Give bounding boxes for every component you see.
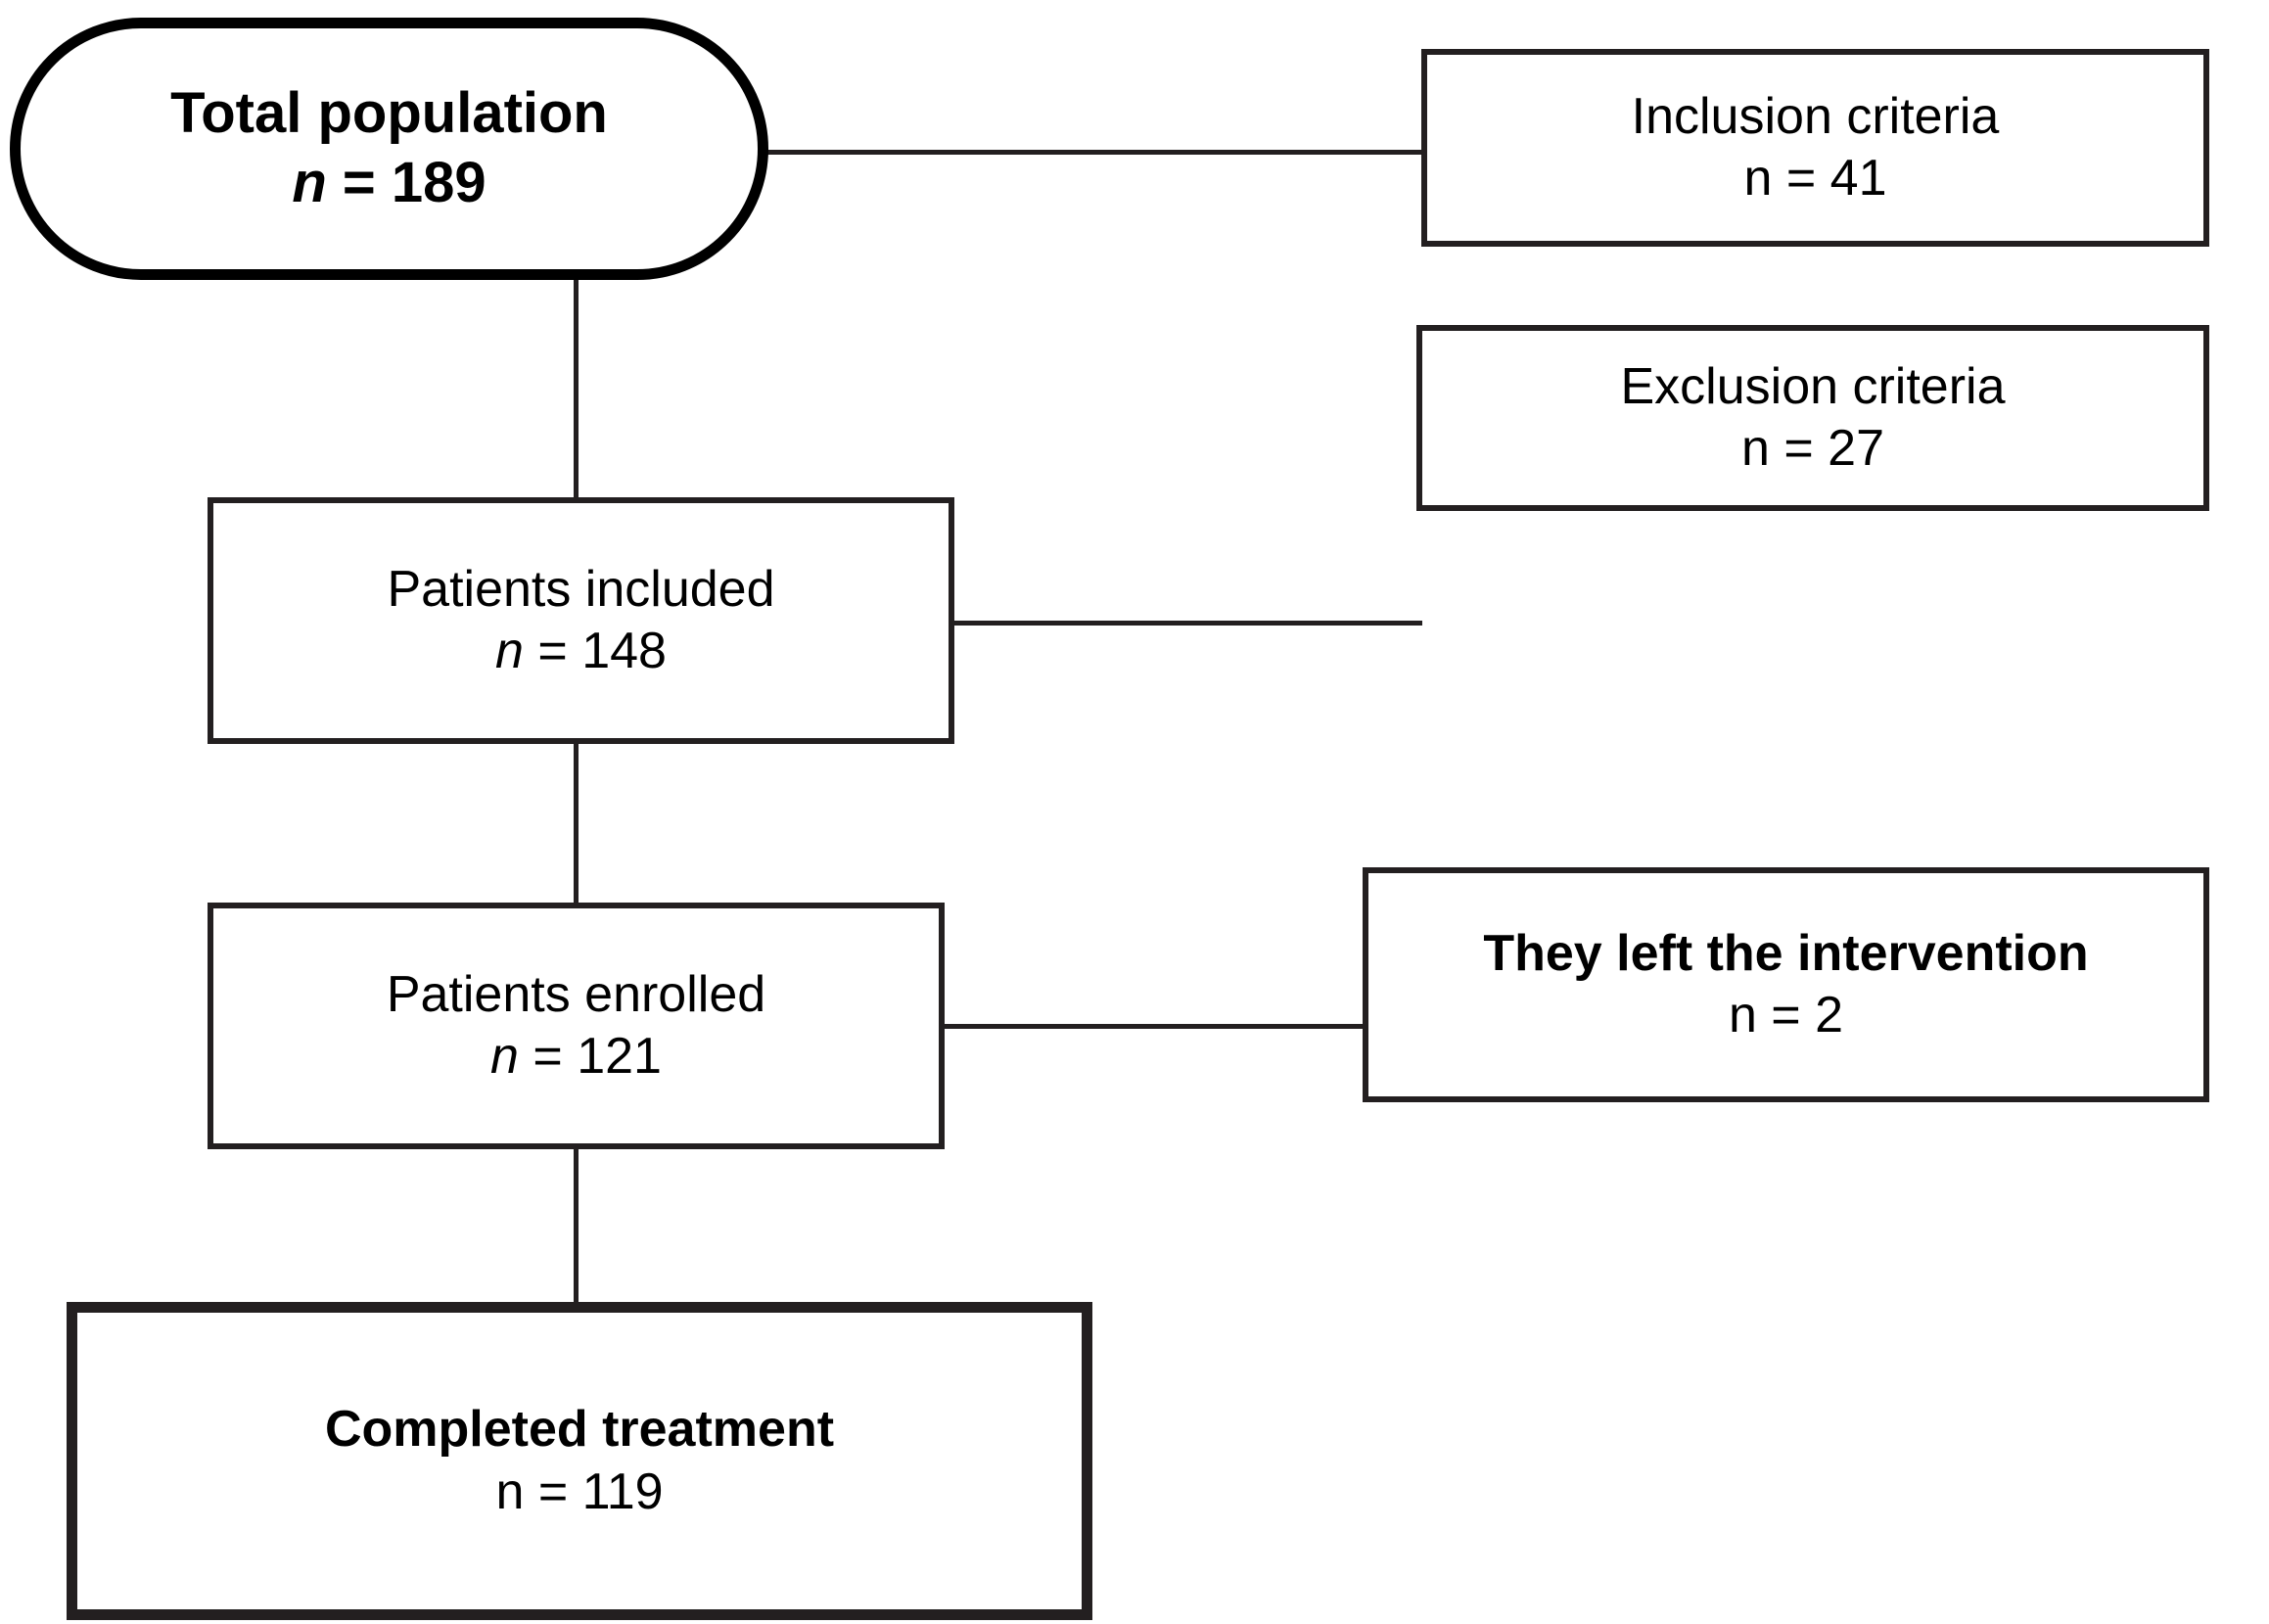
node-total-population-count: n = 189 — [292, 149, 486, 218]
node-inclusion-criteria-count: n = 41 — [1743, 150, 1887, 207]
node-patients-enrolled[interactable]: Patients enrolled n = 121 — [208, 903, 945, 1149]
node-patients-enrolled-count: n = 121 — [490, 1026, 662, 1088]
count-value: 148 — [581, 623, 667, 679]
equals-glyph: = — [342, 151, 376, 214]
node-patients-included-label: Patients included — [387, 560, 775, 618]
edge-enrolled-to-left — [940, 1024, 1368, 1029]
edge-included-to-exclusion — [948, 621, 1422, 626]
equals-symbol — [327, 151, 343, 214]
node-patients-enrolled-label: Patients enrolled — [386, 965, 766, 1023]
edge-included-to-enrolled — [574, 739, 579, 907]
edge-total-to-included — [574, 276, 579, 501]
node-completed-treatment-label: Completed treatment — [324, 1401, 835, 1459]
edge-total-to-inclusion — [762, 150, 1425, 155]
count-value: 121 — [577, 1028, 662, 1085]
node-exclusion-criteria[interactable]: Exclusion criteria n = 27 — [1416, 325, 2209, 511]
node-left-intervention-count: n = 2 — [1728, 987, 1844, 1044]
count-value: 189 — [391, 151, 486, 214]
node-completed-treatment-count: n = 119 — [495, 1462, 664, 1520]
node-inclusion-criteria-label: Inclusion criteria — [1631, 87, 2000, 145]
equals-glyph: = — [537, 623, 568, 679]
n-symbol: n — [490, 1028, 519, 1085]
node-inclusion-criteria[interactable]: Inclusion criteria n = 41 — [1421, 49, 2209, 247]
edge-enrolled-to-completed — [574, 1144, 579, 1309]
node-total-population[interactable]: Total population n = 189 — [10, 18, 768, 280]
node-exclusion-criteria-label: Exclusion criteria — [1620, 357, 2006, 415]
node-patients-included[interactable]: Patients included n = 148 — [208, 497, 954, 744]
equals-glyph: = — [533, 1028, 563, 1085]
node-patients-included-count: n = 148 — [495, 621, 667, 682]
node-completed-treatment[interactable]: Completed treatment n = 119 — [67, 1302, 1092, 1620]
n-symbol: n — [292, 151, 327, 214]
node-left-intervention[interactable]: They left the intervention n = 2 — [1363, 867, 2209, 1102]
n-symbol: n — [495, 623, 524, 679]
node-total-population-label: Total population — [170, 81, 608, 146]
node-left-intervention-label: They left the intervention — [1483, 924, 2089, 982]
node-exclusion-criteria-count: n = 27 — [1740, 420, 1885, 477]
